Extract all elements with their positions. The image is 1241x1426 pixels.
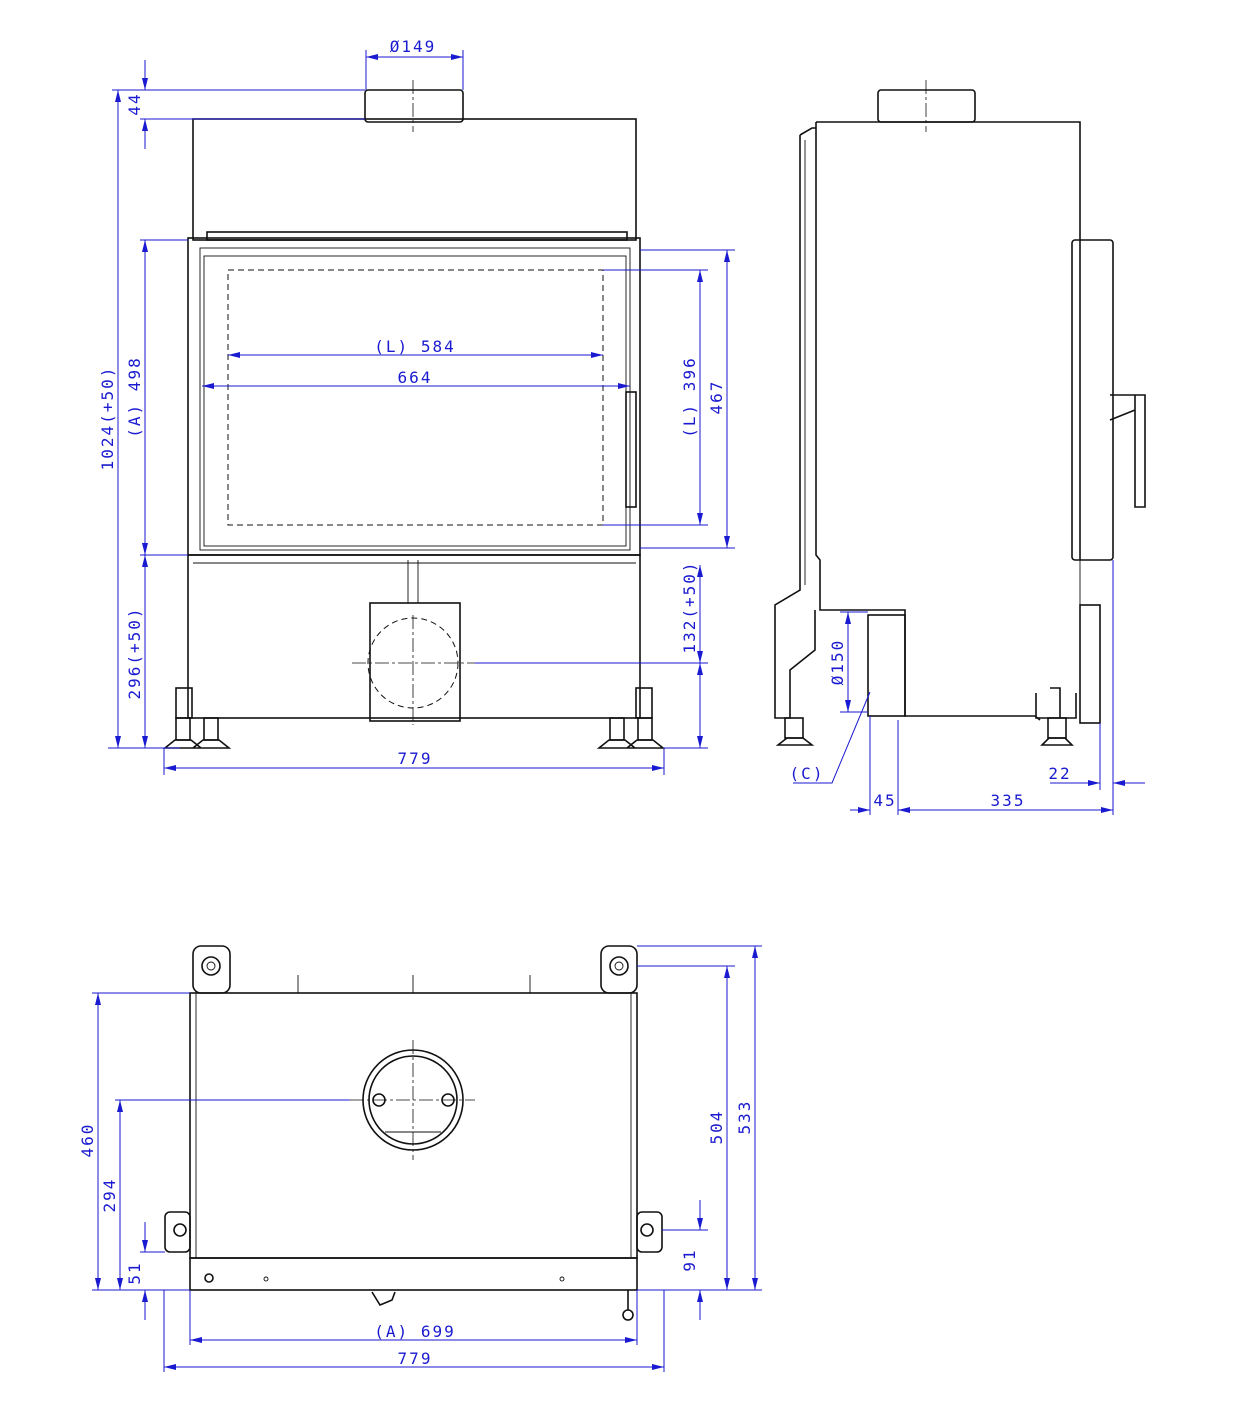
top-lugs — [164, 945, 663, 1253]
top-width-label: 779 — [398, 1349, 433, 1368]
bracket-offset-label: 91 — [680, 1248, 699, 1271]
front-offset-label: 51 — [125, 1261, 144, 1284]
door-height-label: (A) 498 — [125, 356, 144, 437]
front-feet — [162, 687, 666, 749]
air-inlet-diameter-label: Ø150 — [828, 639, 847, 686]
glass-height-visible-label: (L) 396 — [680, 356, 699, 437]
air-inlet-depth-label: 45 — [873, 791, 896, 810]
front-view: Ø149 44 1024(+50) (A) 498 296(+50) (L) 5… — [98, 37, 735, 775]
air-inlet-callout-label: (C) — [790, 764, 825, 783]
front-width-label: 779 — [398, 749, 433, 768]
total-height-label: 1024(+50) — [98, 366, 117, 471]
glass-width-visible-label: (L) 584 — [374, 337, 455, 356]
door-width-label: (A) 699 — [374, 1322, 455, 1341]
base-height-label: 296(+50) — [125, 606, 144, 699]
body-depth-label: 460 — [78, 1123, 97, 1158]
top-view: 460 294 51 504 533 91 (A) 699 779 — [78, 945, 762, 1372]
flue-center-depth-label: 294 — [100, 1178, 119, 1213]
glass-width-label: 664 — [398, 368, 433, 387]
flue-diameter-label: Ø149 — [390, 37, 437, 56]
flue-height-label: 44 — [125, 92, 144, 115]
door-offset-label: 22 — [1048, 764, 1071, 783]
side-depth-label: 335 — [991, 791, 1026, 810]
total-depth-label: 533 — [735, 1100, 754, 1135]
glass-height-label: 467 — [707, 380, 726, 415]
depth-to-lugs-label: 504 — [707, 1110, 726, 1145]
side-view: Ø150 (C) 45 335 22 — [774, 80, 1146, 815]
air-inlet-height-label: 132(+50) — [680, 560, 699, 653]
